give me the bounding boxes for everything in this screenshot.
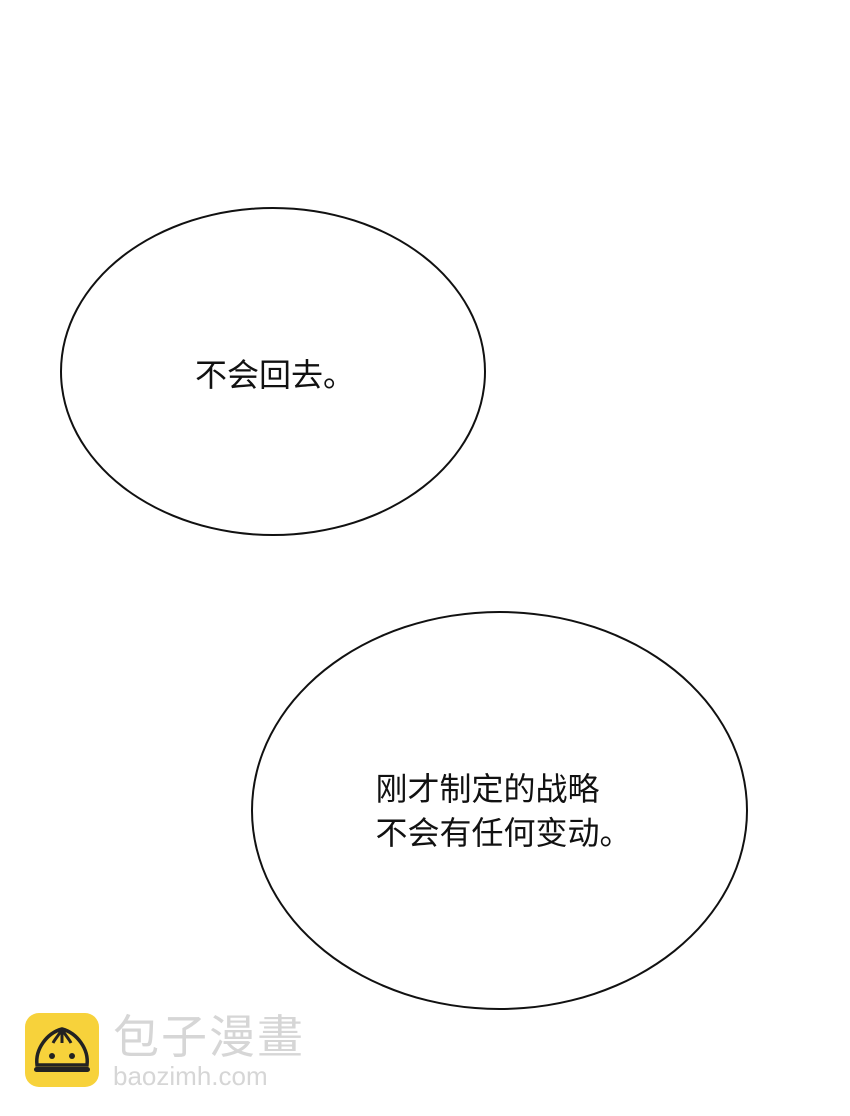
bubble-text: 不会回去。 [194, 355, 355, 394]
speech-bubble-1: 不会回去。 [60, 207, 486, 536]
steamed-bun-icon [25, 1013, 99, 1087]
watermark-url: baozimh.com [113, 1061, 268, 1091]
watermark-title: 包子漫畫 [113, 1010, 305, 1064]
bubble-text: 刚才制定的战略 不会有任何变动。 [375, 769, 632, 852]
speech-bubble-2: 刚才制定的战略 不会有任何变动。 [251, 611, 748, 1010]
watermark: 包子漫畫 baozimh.com [25, 1010, 305, 1090]
